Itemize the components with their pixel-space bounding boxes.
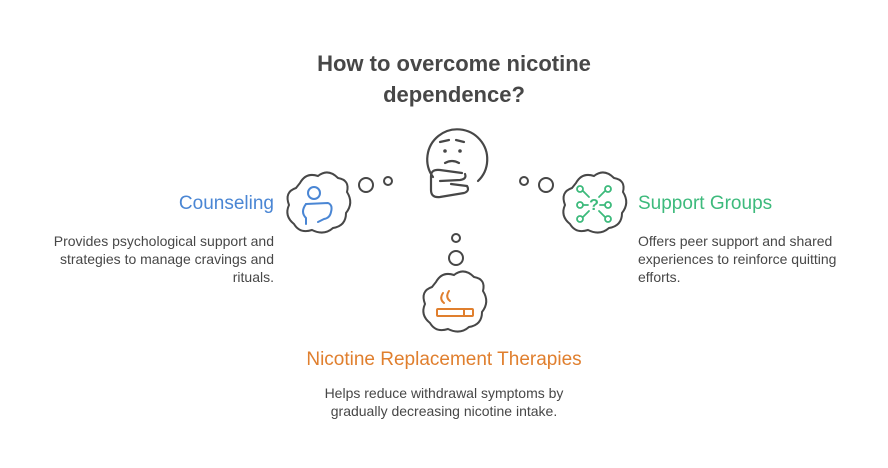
support-groups-heading: Support Groups — [638, 193, 773, 214]
nrt-cloud — [422, 270, 488, 333]
diagram-title: How to overcome nicotine dependence? — [317, 51, 591, 107]
counseling-heading: Counseling — [178, 193, 274, 214]
counseling-cloud — [286, 171, 352, 234]
counseling-description: Provides psychological support and strat… — [53, 233, 274, 285]
thought-bubbles-right — [519, 176, 554, 193]
person-head-icon — [302, 186, 333, 225]
support-cloud: ? — [562, 171, 628, 234]
question-mark-glyph: ? — [589, 197, 599, 214]
nrt-description: Helps reduce withdrawal symptoms by grad… — [324, 385, 564, 419]
thought-bubbles-left — [358, 176, 393, 193]
nrt-heading: Nicotine Replacement Therapies — [306, 349, 582, 370]
thought-bubbles-bottom — [448, 233, 464, 266]
network-question-icon — [576, 185, 612, 223]
support-groups-description: Offers peer support and shared experienc… — [638, 233, 837, 285]
cigarette-icon — [436, 290, 474, 317]
thinking-face-icon — [426, 128, 489, 199]
